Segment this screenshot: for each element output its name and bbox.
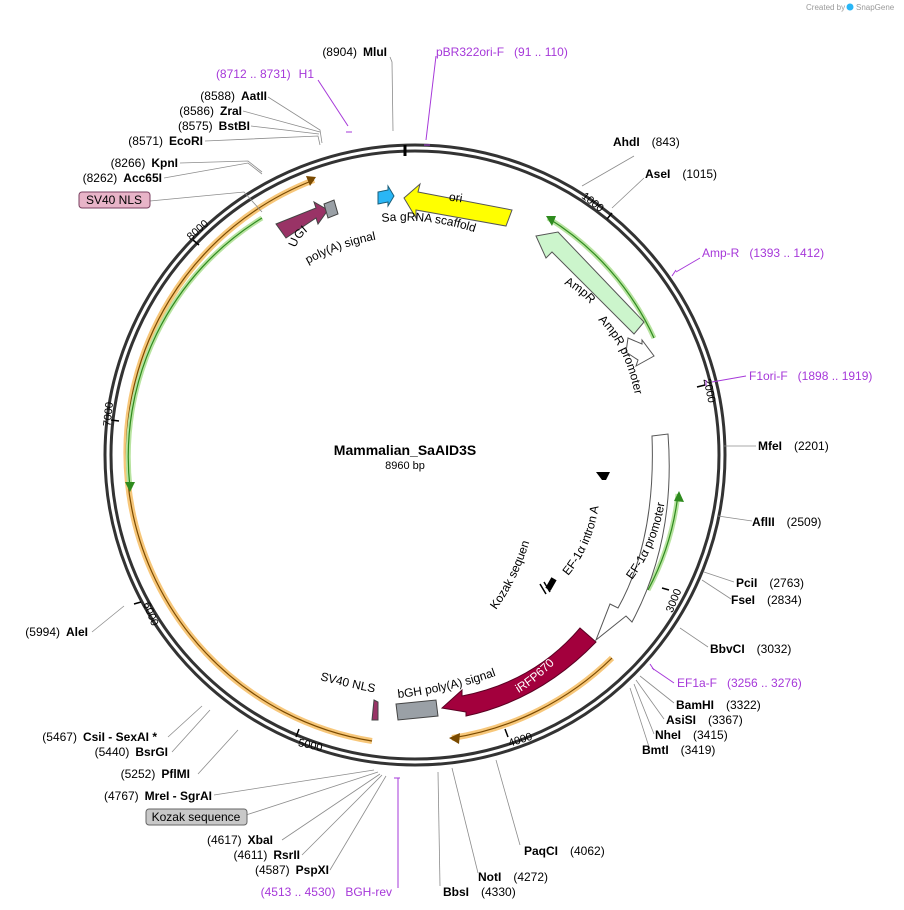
polya-label: poly(A) signal	[303, 229, 377, 267]
site-pflmi[interactable]: (5252)PflMI	[121, 767, 190, 781]
site-aflii[interactable]: AflII(2509)	[752, 515, 821, 529]
site-kpni[interactable]: (8266)KpnI	[111, 156, 178, 170]
tick-8000: 8000	[185, 218, 211, 243]
site-ecori[interactable]: (8571)EcoRI	[128, 134, 203, 148]
site-bmti[interactable]: BmtI(3419)	[642, 743, 715, 757]
bgh-feature	[395, 699, 439, 721]
sa-grna-feature	[377, 184, 395, 208]
plasmid-name: Mammalian_SaAID3S	[334, 442, 476, 458]
sv40-nls-box-label: SV40 NLS	[86, 193, 142, 207]
site-csii-sexai[interactable]: (5467)CsiI - SexAI *	[42, 730, 157, 744]
primer-leader-lines	[317, 55, 747, 888]
site-mrei-sgrai[interactable]: (4767)MreI - SgrAI	[104, 789, 212, 803]
polya-feature	[323, 199, 339, 219]
plasmid-length: 8960 bp	[385, 460, 425, 472]
backbone-inner-ring	[109, 149, 721, 761]
site-bbsi[interactable]: BbsI(4330)	[443, 885, 516, 899]
site-paqci[interactable]: PaqCI(4062)	[524, 844, 605, 858]
ori-label: ori	[448, 190, 463, 206]
tick-1000: 1000	[579, 190, 606, 215]
kozak-feature	[545, 577, 557, 591]
primer-f1ori-f[interactable]: F1ori-F(1898 .. 1919)	[749, 369, 872, 383]
kozak-box	[145, 808, 248, 826]
tick-6000: 6000	[140, 601, 160, 628]
orf-green-arrowhead-right	[674, 491, 684, 502]
tick-5000: 5000	[297, 737, 323, 754]
primer-h1[interactable]: (8712 .. 8731)H1	[216, 67, 314, 81]
orf-orange-arc-left	[123, 177, 373, 744]
site-asei[interactable]: AseI(1015)	[645, 167, 717, 181]
site-aatii[interactable]: (8588)AatII	[200, 89, 267, 103]
sv40-nls-label: SV40 NLS	[319, 669, 376, 695]
site-bsrgi[interactable]: (5440)BsrGI	[95, 745, 168, 759]
primer-ef1a-f[interactable]: EF1a-F(3256 .. 3276)	[677, 676, 802, 690]
site-pspxi[interactable]: (4587)PspXI	[255, 863, 329, 877]
site-ahdi[interactable]: AhdI(843)	[613, 135, 680, 149]
site-asisi[interactable]: AsiSI(3367)	[666, 713, 743, 727]
primer-amp-r[interactable]: Amp-R(1393 .. 1412)	[702, 246, 824, 260]
backbone-outer-ring	[103, 143, 727, 767]
site-bamhi[interactable]: BamHI(3322)	[676, 698, 761, 712]
site-rsrii[interactable]: (4611)RsrII	[234, 848, 300, 862]
orf-orange-arrowhead-bottom	[449, 733, 460, 744]
ef1a-intron-feature	[596, 472, 610, 480]
ampr-feature	[535, 231, 645, 335]
site-xbai[interactable]: (4617)XbaI	[207, 833, 273, 847]
orf-orange-arrowhead-top	[306, 176, 316, 186]
primer-bgh-rev[interactable]: (4513 .. 4530)BGH-rev	[261, 885, 392, 899]
site-fsei[interactable]: FseI(2834)	[731, 593, 802, 607]
irfp670-feature	[440, 627, 597, 717]
snapgene-logo-icon	[846, 3, 854, 11]
site-mlui[interactable]: (8904)MluI	[322, 45, 387, 59]
created-by-text: Created by	[806, 3, 845, 12]
site-mfei[interactable]: MfeI(2201)	[758, 439, 829, 453]
sv40-nls-box	[78, 191, 151, 209]
ef1a-intron-label: EF-1α intron A	[559, 505, 601, 578]
orf-green-arrowhead-left	[125, 482, 135, 492]
site-acc65i[interactable]: (8262)Acc65I	[83, 171, 162, 185]
ori-feature	[403, 182, 513, 227]
site-pcii[interactable]: PciI(2763)	[736, 576, 804, 590]
primer-pbr322ori-f[interactable]: pBR322ori-F(91 .. 110)	[436, 45, 568, 59]
tick-2000: 2000	[700, 378, 717, 404]
ef1a-promoter-feature	[594, 433, 670, 642]
snapgene-brand: SnapGene	[856, 3, 895, 12]
site-bstbi[interactable]: (8575)BstBI	[178, 119, 250, 133]
kozak-box-label: Kozak sequence	[152, 810, 241, 824]
site-alei[interactable]: (5994)AleI	[25, 625, 88, 639]
ugi-feature	[275, 200, 329, 239]
site-leader-lines	[91, 56, 756, 887]
tick-7000: 7000	[102, 401, 116, 427]
site-bbvci[interactable]: BbvCI(3032)	[710, 642, 791, 656]
ampr-promoter-feature	[625, 337, 655, 368]
site-zrai[interactable]: (8586)ZraI	[179, 104, 242, 118]
site-noti[interactable]: NotI(4272)	[478, 870, 548, 884]
orf-green-arrowhead-topright	[546, 216, 556, 226]
tick-marks	[110, 212, 706, 738]
site-nhei[interactable]: NheI(3415)	[655, 728, 728, 742]
sv40-nls-feature	[371, 699, 379, 721]
